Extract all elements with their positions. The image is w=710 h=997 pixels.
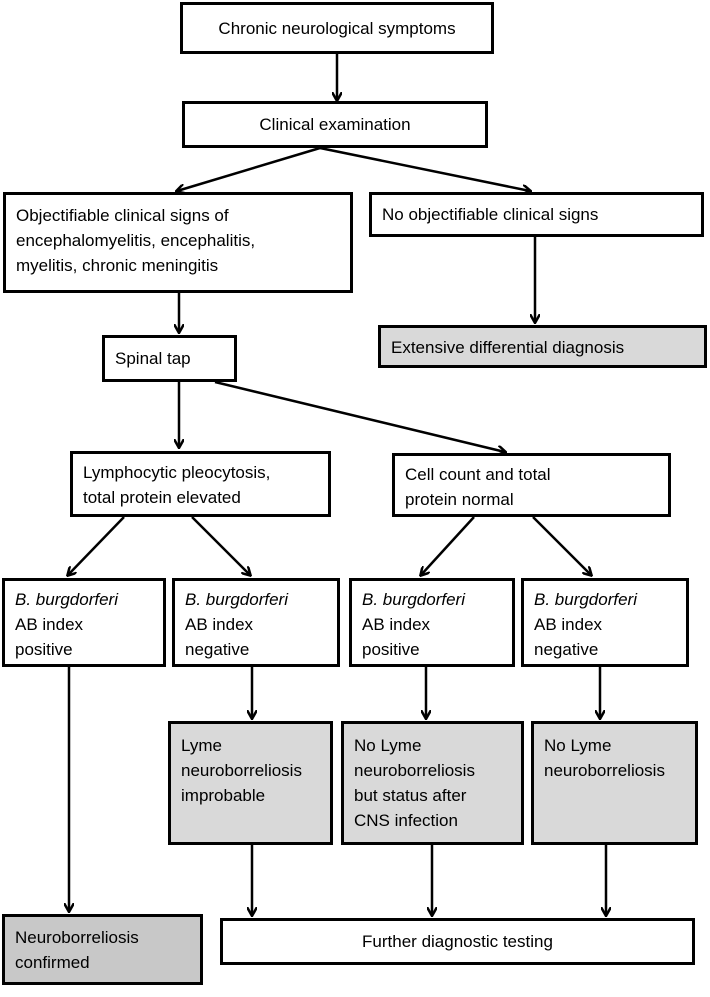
- node-text-line: myelitis, chronic meningitis: [16, 256, 219, 275]
- node-text-line: neuroborreliosis: [354, 761, 475, 780]
- node-text-line: Extensive differential diagnosis: [391, 338, 625, 357]
- node-lyme-improbable: Lyme neuroborreliosis improbable: [168, 721, 333, 845]
- node-text-line: Lyme: [181, 736, 222, 755]
- node-normal-count: Cell count and total protein normal: [392, 453, 671, 517]
- arrow-pleocytosis-to-ab1: [68, 516, 125, 575]
- node-text-line: total protein elevated: [83, 488, 241, 507]
- node-text-line: positive: [362, 640, 420, 659]
- node-no-lyme: No Lyme neuroborreliosis: [531, 721, 698, 845]
- node-text-line: No Lyme: [354, 736, 422, 755]
- node-text-line: AB index: [185, 615, 254, 634]
- node-objectifiable-signs: Objectifiable clinical signs of encephal…: [3, 192, 353, 293]
- arrow-pleocytosis-to-ab2: [191, 516, 250, 575]
- node-no-objectifiable-signs: No objectifiable clinical signs: [369, 192, 704, 237]
- node-text: Chronic neurological symptoms: [218, 18, 456, 38]
- node-ab-index-negative-2: B. burgdorferi AB index negative: [521, 578, 689, 667]
- node-neuroborreliosis-confirmed: Neuroborreliosis confirmed: [2, 914, 203, 985]
- node-text-line: encephalomyelitis, encephalitis,: [16, 231, 256, 250]
- arrow-spinal-tap-to-normal: [214, 380, 505, 452]
- node-further-testing: Further diagnostic testing: [220, 918, 695, 965]
- node-no-lyme-status-after-cns: No Lyme neuroborreliosis but status afte…: [341, 721, 524, 845]
- node-text-line: Cell count and total: [405, 465, 551, 484]
- arrow-normal-to-ab3: [421, 516, 475, 575]
- node-text-species: B. burgdorferi: [534, 590, 637, 609]
- node-text-line: protein normal: [405, 490, 514, 509]
- node-spinal-tap: Spinal tap: [102, 335, 237, 382]
- node-text-line: No objectifiable clinical signs: [382, 205, 599, 224]
- node-text-species: B. burgdorferi: [185, 590, 288, 609]
- node-text-line: Neuroborreliosis: [15, 928, 139, 947]
- node-text-line: positive: [15, 640, 73, 659]
- node-text-line: but status after: [354, 786, 467, 805]
- node-text-line: Spinal tap: [115, 349, 191, 368]
- node-text-line: neuroborreliosis: [181, 761, 302, 780]
- node-text-line: Objectifiable clinical signs of: [16, 206, 229, 225]
- arrow-normal-to-ab4: [532, 516, 591, 575]
- node-clinical-examination: Clinical examination: [182, 101, 488, 148]
- node-text-line: No Lyme: [544, 736, 612, 755]
- node-text-line: negative: [185, 640, 250, 659]
- node-text-line: improbable: [181, 786, 266, 805]
- node-pleocytosis: Lymphocytic pleocytosis, total protein e…: [70, 451, 331, 517]
- node-text-line: confirmed: [15, 953, 90, 972]
- node-text-line: CNS infection: [354, 811, 458, 830]
- node-differential-diagnosis: Extensive differential diagnosis: [378, 325, 707, 368]
- node-text-species: B. burgdorferi: [15, 590, 118, 609]
- node-text-line: Lymphocytic pleocytosis,: [83, 463, 271, 482]
- node-ab-index-negative-1: B. burgdorferi AB index negative: [172, 578, 340, 667]
- node-text-species: B. burgdorferi: [362, 590, 465, 609]
- node-text: Clinical examination: [259, 115, 411, 134]
- node-ab-index-positive-1: B. burgdorferi AB index positive: [2, 578, 166, 667]
- node-text-line: AB index: [15, 615, 84, 634]
- arrow-exam-to-no-signs: [319, 146, 530, 191]
- node-ab-index-positive-2: B. burgdorferi AB index positive: [349, 578, 515, 667]
- node-text-line: AB index: [534, 615, 603, 634]
- node-text-line: AB index: [362, 615, 431, 634]
- arrow-exam-to-objectifiable: [177, 146, 321, 191]
- node-text-line: neuroborreliosis: [544, 761, 665, 780]
- node-text-line: negative: [534, 640, 599, 659]
- node-chronic-symptoms: Chronic neurological symptoms: [180, 2, 494, 54]
- node-text: Further diagnostic testing: [362, 932, 553, 951]
